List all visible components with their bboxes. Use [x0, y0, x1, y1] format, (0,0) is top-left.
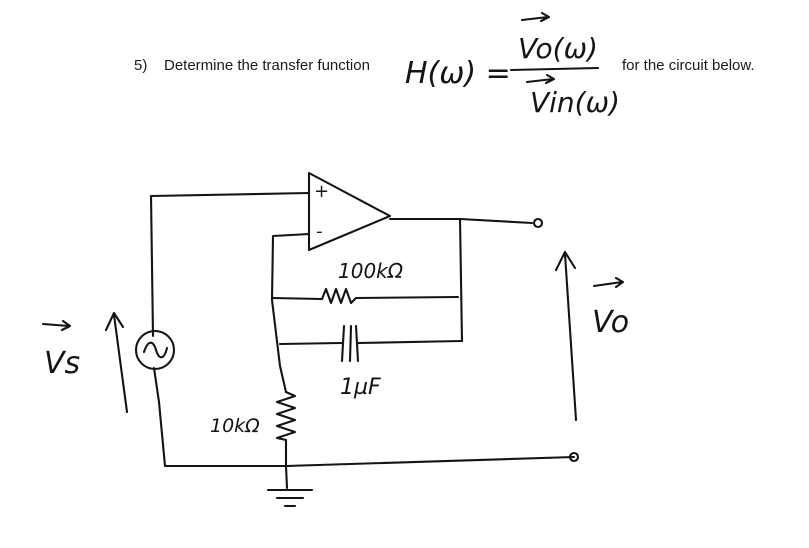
output-label: Vo	[592, 305, 629, 340]
denominator-vector-arrow	[525, 73, 556, 85]
op-amp: + -	[307, 171, 392, 252]
feedback-resistor: 100kΩ	[320, 259, 404, 305]
fraction-bar	[509, 66, 600, 72]
numerator-vector-arrow	[520, 11, 551, 23]
question-prompt: Determine the transfer function	[164, 57, 370, 74]
capacitor-plates	[340, 324, 360, 363]
wire-feedback-right	[458, 217, 464, 343]
voltage-source: Vs	[41, 311, 176, 414]
source-label-vector	[41, 319, 72, 332]
wire-resistor-branch	[270, 295, 460, 301]
question-number: 5)	[134, 57, 148, 74]
formula-lhs: H(ω) =	[405, 56, 511, 91]
output-label-vector	[592, 276, 625, 289]
feedback-capacitor-label: 1µF	[340, 375, 381, 400]
ground-symbol	[266, 464, 314, 508]
feedback-capacitor: 1µF	[340, 324, 381, 400]
source-label: Vs	[44, 346, 80, 381]
output-terminal-top	[532, 217, 544, 229]
wire-ground-rail	[152, 366, 576, 468]
transfer-function-formula: H(ω) = Vo(ω) Vin(ω)	[405, 11, 620, 119]
op-amp-minus: -	[316, 221, 323, 242]
ground-resistor: 10kΩ	[210, 390, 297, 442]
formula-denominator: Vin(ω)	[530, 86, 620, 119]
source-arrow	[104, 311, 129, 414]
ground-resistor-label: 10kΩ	[210, 415, 260, 437]
wire-plus-to-source	[149, 191, 311, 338]
wire-capacitor-branch	[278, 339, 464, 346]
output-terminals: Vo	[532, 217, 629, 463]
output-arrow	[554, 250, 578, 422]
feedback-resistor-zigzag	[320, 287, 358, 305]
op-amp-triangle	[307, 171, 392, 252]
source-sine	[142, 341, 169, 359]
source-circle	[134, 329, 176, 371]
wire-minus-node	[270, 232, 311, 394]
ground-lines	[266, 488, 314, 508]
wires	[149, 191, 576, 490]
question-tail: for the circuit below.	[622, 57, 755, 74]
ground-resistor-zigzag	[275, 390, 297, 442]
wire-to-ground	[284, 438, 289, 490]
feedback-resistor-label: 100kΩ	[338, 259, 404, 283]
formula-numerator: Vo(ω)	[518, 32, 598, 65]
output-terminal-bottom	[568, 451, 580, 463]
op-amp-plus: +	[314, 181, 329, 202]
